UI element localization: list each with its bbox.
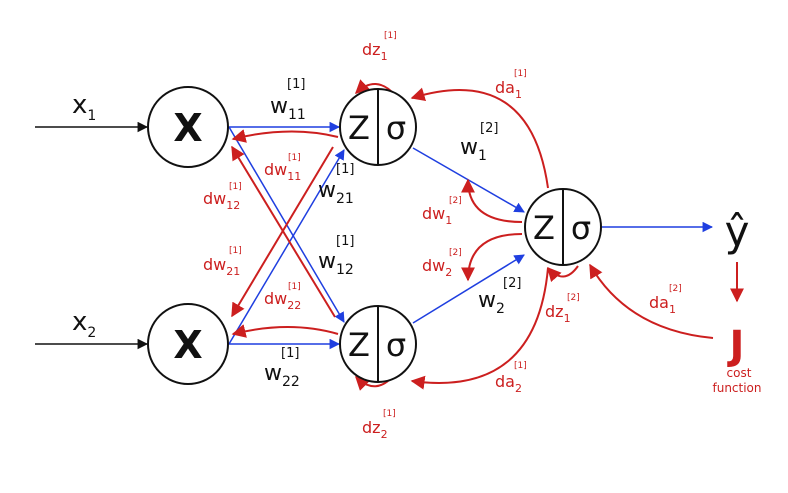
svg-text:w2: w2 — [478, 288, 505, 317]
grad-arrow-dw11 — [231, 129, 339, 143]
svg-text:da1: da1 — [649, 293, 676, 316]
svg-text:[1]: [1] — [288, 153, 301, 163]
svg-text:[1]: [1] — [514, 69, 527, 79]
output-yhat: ŷ — [725, 207, 750, 256]
neuron-node-layer2: Z σ — [524, 188, 602, 266]
svg-text:[1]: [1] — [288, 282, 301, 292]
grad-label-dw1-2: dw1 [2] — [422, 196, 462, 227]
svg-text:dz1: dz1 — [545, 302, 571, 325]
sigma-label: σ — [571, 209, 591, 247]
svg-text:[1]: [1] — [281, 346, 299, 361]
svg-text:[2]: [2] — [669, 284, 682, 294]
svg-text:da2: da2 — [495, 372, 522, 395]
weight-label-w2-2: w2 [2] — [478, 276, 521, 317]
svg-text:[2]: [2] — [449, 248, 462, 258]
svg-text:w22: w22 — [264, 361, 300, 390]
cost-caption-line1: cost — [727, 366, 752, 380]
grad-arrow-dw12 — [231, 145, 336, 318]
grad-label-da1-2: da1 [2] — [649, 284, 682, 316]
svg-text:dw12: dw12 — [203, 189, 240, 212]
weight-label-w12: w12 [1] — [318, 234, 354, 278]
svg-text:[2]: [2] — [567, 293, 580, 303]
svg-text:w21: w21 — [318, 178, 354, 207]
svg-text:[1]: [1] — [514, 361, 527, 371]
svg-text:dw11: dw11 — [264, 160, 301, 183]
multiply-symbol: X — [173, 323, 202, 367]
z-label: Z — [533, 209, 555, 247]
svg-text:[2]: [2] — [503, 276, 521, 291]
multiply-symbol: X — [173, 106, 202, 150]
grad-label-dw21: dw21 [1] — [203, 246, 242, 278]
grad-arrow-dw1-2 — [461, 178, 523, 223]
neuron-node-layer1-2: Z σ — [339, 305, 417, 383]
sigma-label: σ — [386, 326, 406, 364]
svg-text:dw2: dw2 — [422, 256, 452, 279]
svg-text:dw22: dw22 — [264, 289, 301, 312]
grad-arrow-da1-1 — [410, 87, 549, 189]
svg-text:w1: w1 — [460, 135, 487, 164]
multiply-node-1: X — [147, 86, 229, 168]
grad-arrow-da2-1 — [410, 267, 549, 390]
svg-text:w11: w11 — [270, 94, 306, 123]
z-label: Z — [348, 109, 370, 147]
grad-label-dw11: dw11 [1] — [264, 153, 301, 183]
grad-arrow-dw22 — [231, 324, 339, 338]
grad-label-dz1-2: dz1 [2] — [545, 293, 580, 325]
grad-label-dz1-1: dz1 [1] — [362, 31, 397, 63]
svg-text:[1]: [1] — [229, 246, 242, 256]
grad-arrow-dw2-2 — [461, 233, 523, 282]
edge-w12 — [228, 149, 345, 345]
grad-label-da1-1: da1 [1] — [495, 69, 527, 101]
svg-text:[1]: [1] — [383, 409, 396, 419]
grad-label-da2-1: da2 [1] — [495, 361, 527, 395]
input-label-x2: x2 — [72, 307, 96, 341]
svg-text:dz1: dz1 — [362, 40, 388, 63]
cost-caption-line2: function — [712, 381, 761, 395]
grad-label-dw22: dw22 [1] — [264, 282, 301, 312]
svg-text:[2]: [2] — [449, 196, 462, 206]
multiply-node-2: X — [147, 303, 229, 385]
svg-text:[1]: [1] — [229, 182, 242, 192]
grad-arrow-dw21 — [231, 146, 334, 318]
edge-w2-2 — [412, 254, 525, 324]
svg-text:dz2: dz2 — [362, 418, 388, 441]
neuron-node-layer1-1: Z σ — [339, 88, 417, 166]
grad-arrow-da1-2 — [589, 263, 714, 339]
svg-text:[2]: [2] — [480, 121, 498, 136]
svg-text:[1]: [1] — [336, 234, 354, 249]
weight-label-w11: w11 [1] — [270, 77, 306, 123]
weight-label-w21: w21 [1] — [318, 162, 354, 207]
svg-text:w12: w12 — [318, 249, 354, 278]
svg-text:[1]: [1] — [336, 162, 354, 177]
cost-symbol: J — [727, 323, 745, 369]
svg-text:[1]: [1] — [287, 77, 305, 92]
svg-text:dw1: dw1 — [422, 204, 452, 227]
weight-label-w22: w22 [1] — [264, 346, 300, 390]
z-label: Z — [348, 326, 370, 364]
sigma-label: σ — [386, 109, 406, 147]
svg-text:dw21: dw21 — [203, 255, 240, 278]
input-label-x1: x1 — [72, 90, 96, 124]
grad-loop-dz1-2 — [547, 265, 579, 283]
grad-label-dz2-1: dz2 [1] — [362, 409, 396, 441]
svg-text:da1: da1 — [495, 78, 522, 101]
grad-label-dw2-2: dw2 [2] — [422, 248, 462, 279]
svg-text:[1]: [1] — [384, 31, 397, 41]
weight-label-w1-2: w1 [2] — [460, 121, 498, 164]
grad-label-dw12: dw12 [1] — [203, 182, 242, 212]
